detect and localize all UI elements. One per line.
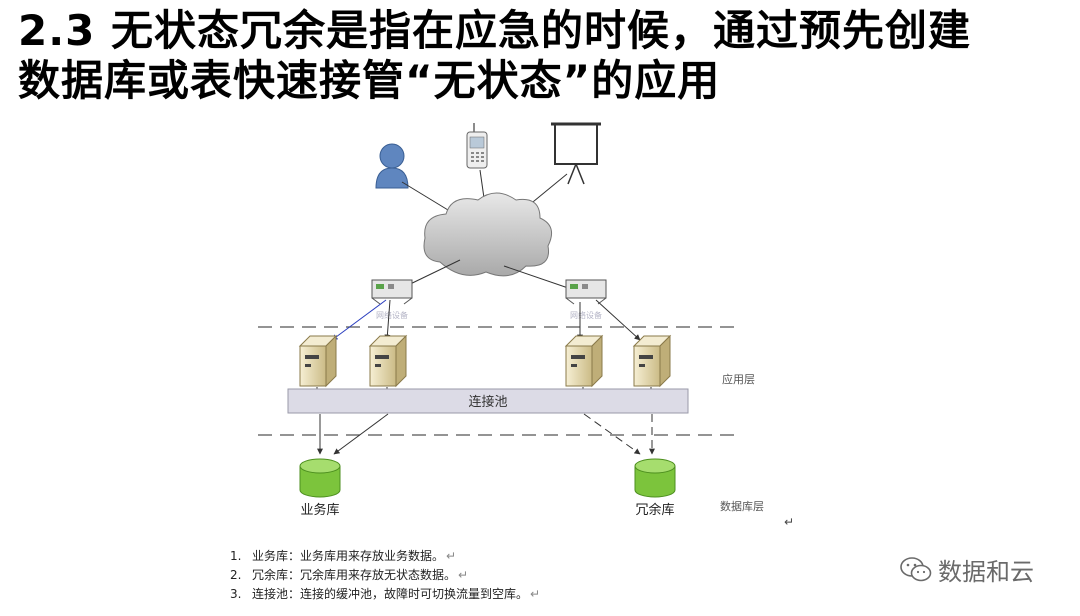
cloud-icon xyxy=(423,192,553,277)
app-server-4 xyxy=(632,334,672,388)
app-server-2 xyxy=(368,334,408,388)
app-server-3 xyxy=(564,334,604,388)
note-item: 2. 冗余库：冗余库用来存放无状态数据。 ↵ xyxy=(230,568,469,582)
db-layer-label: 数据库层 xyxy=(720,499,764,513)
app-server-1 xyxy=(298,334,338,388)
connection-pool: 连接池 xyxy=(287,388,689,414)
note-item: 1. 业务库：业务库用来存放业务数据。 ↵ xyxy=(230,549,457,563)
business-database-icon xyxy=(299,458,341,498)
user-icon xyxy=(375,143,409,189)
network-device-label-right: 网络设备 xyxy=(570,310,602,320)
brand-watermark: 数据和云 xyxy=(900,552,1034,587)
slide-title-line1: 2.3 无状态冗余是指在应急的时候，通过预先创建 xyxy=(18,6,972,55)
connection-pool-label: 连接池 xyxy=(468,394,507,410)
business-database-label: 业务库 xyxy=(300,502,339,518)
redundant-database-label: 冗余库 xyxy=(635,502,674,518)
slide-title: 2.3 无状态冗余是指在应急的时候，通过预先创建 数据库或表快速接管“无状态”的… xyxy=(18,6,1080,106)
cursor-mark: ↵ xyxy=(784,515,794,529)
redundant-database-icon xyxy=(634,458,676,498)
notes-list: 1. 业务库：业务库用来存放业务数据。 ↵ 2. 冗余库：冗余库用来存放无状态数… xyxy=(230,547,540,604)
architecture-diagram: 网络设备 网络设备 xyxy=(258,122,794,529)
brand-name: 数据和云 xyxy=(938,558,1034,586)
mobile-phone-icon xyxy=(466,123,488,169)
note-item: 3. 连接池：连接的缓冲池，故障时可切换流量到空库。 ↵ xyxy=(230,587,541,601)
slide-title-line2: 数据库或表快速接管“无状态”的应用 xyxy=(18,56,721,105)
network-device-right: 网络设备 xyxy=(565,279,607,320)
app-layer-label: 应用层 xyxy=(722,372,755,386)
network-device-left: 网络设备 xyxy=(371,279,413,320)
network-device-label-left: 网络设备 xyxy=(376,310,408,320)
projector-screen-icon xyxy=(551,122,601,185)
wechat-icon xyxy=(900,556,932,581)
